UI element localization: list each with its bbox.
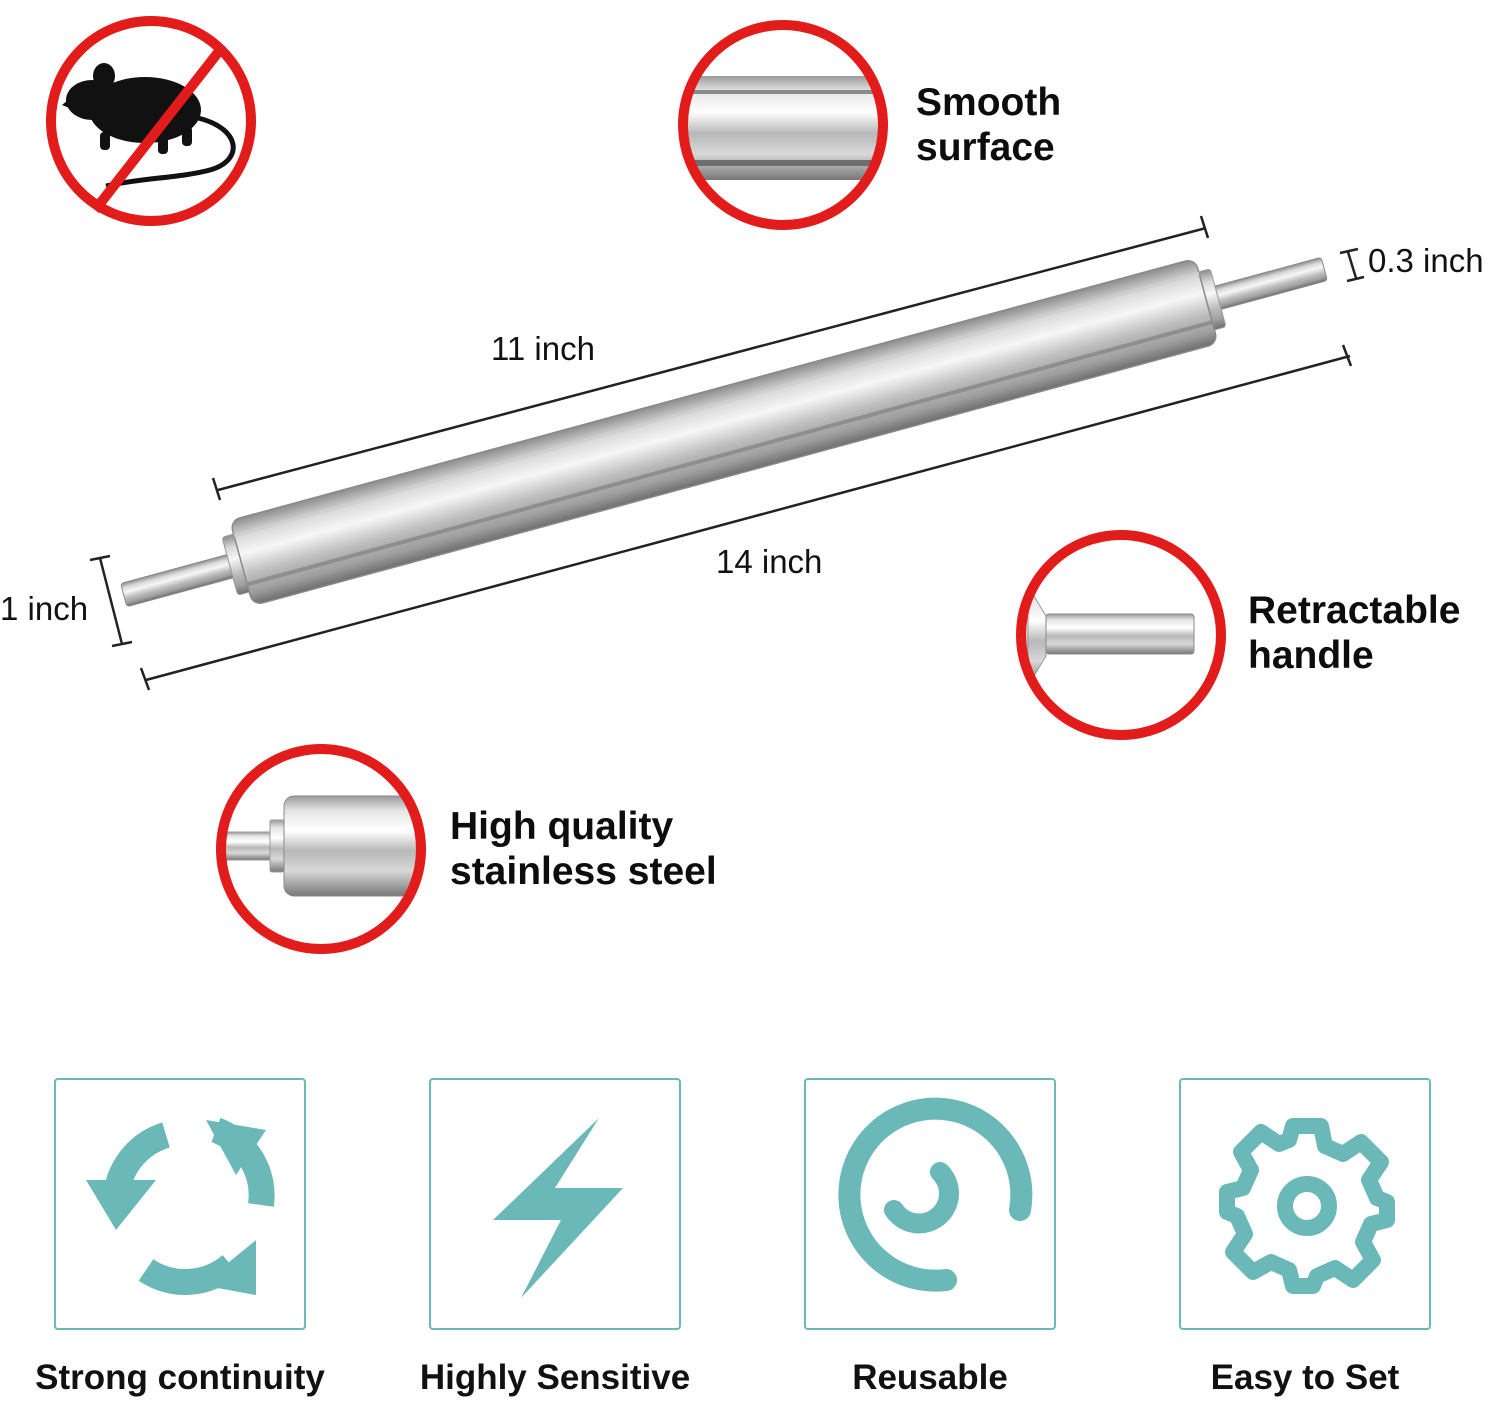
- feature-label-easy-to-set: Easy to Set: [1210, 1358, 1400, 1397]
- rat-prohibited-icon: [46, 16, 256, 226]
- collar-closeup-icon: [216, 744, 426, 954]
- handle-diameter-dimension-line: [1339, 247, 1365, 283]
- stainless-steel-badge: [210, 738, 432, 960]
- body-length-label: 11 inch: [491, 330, 595, 367]
- gear-icon: [1219, 1118, 1395, 1294]
- smooth-surface-line2: surface: [916, 126, 1055, 169]
- feature-label-highly-sensitive: Highly Sensitive: [419, 1358, 691, 1397]
- smooth-surface-line1: Smooth: [916, 81, 1062, 124]
- no-rodent-badge: [40, 10, 262, 232]
- total-length-label: 14 inch: [716, 543, 823, 580]
- retractable-handle-line2: handle: [1248, 634, 1374, 677]
- smooth-surface-label: Smooth surface: [916, 80, 1061, 170]
- handle-diameter-label: 0.3 inch: [1368, 242, 1484, 279]
- retractable-handle-label: Retractable handle: [1248, 588, 1460, 678]
- retractable-handle-line1: Retractable: [1248, 589, 1461, 632]
- feature-tile-reusable: [804, 1078, 1056, 1330]
- feature-label-strong-continuity: Strong continuity: [35, 1358, 325, 1397]
- feature-label-reusable: Reusable: [852, 1358, 1008, 1397]
- steel-rod: [120, 257, 1328, 607]
- stainless-steel-label: High quality stainless steel: [450, 804, 717, 894]
- feature-tile-easy-to-set: [1179, 1078, 1431, 1330]
- retractable-handle-badge: [1010, 524, 1232, 746]
- steel-surface-closeup-icon: [678, 20, 888, 230]
- diameter-dimension-line: [89, 554, 133, 648]
- handle-closeup-icon: [1016, 530, 1226, 740]
- body-length-dimension-line: [211, 215, 1210, 501]
- diameter-label: 1 inch: [0, 590, 89, 627]
- spiral-icon: [838, 1097, 1033, 1292]
- feature-tile-strong-continuity: [54, 1078, 306, 1330]
- lightning-bolt-icon: [493, 1118, 623, 1298]
- feature-tile-highly-sensitive: [429, 1078, 681, 1330]
- total-length-dimension-line: [139, 344, 1353, 691]
- stainless-steel-line2: stainless steel: [450, 850, 717, 893]
- stainless-steel-line1: High quality: [450, 805, 674, 848]
- recycle-arrows-icon: [86, 1117, 275, 1295]
- steel-rod-diagram: [89, 215, 1365, 691]
- smooth-surface-badge: [672, 14, 894, 236]
